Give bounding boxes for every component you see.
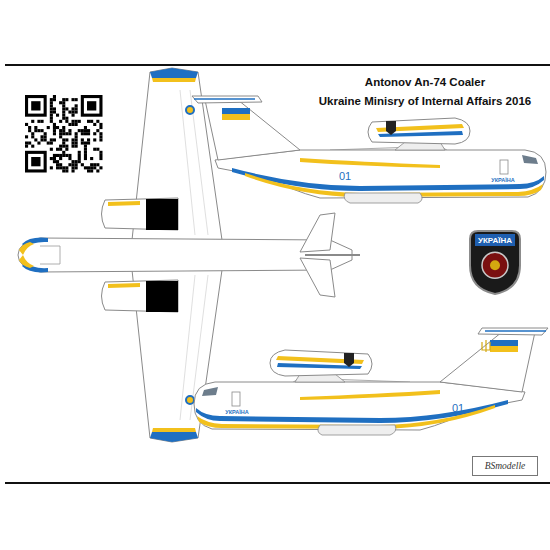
- aircraft-number: 01: [452, 402, 464, 415]
- bottom-rule: [5, 482, 550, 484]
- side-view: [192, 96, 546, 203]
- brand-box: BSmodelle: [472, 456, 538, 476]
- top-rule: [5, 64, 550, 66]
- aircraft-number: 01: [339, 170, 351, 183]
- qr-code: [25, 95, 103, 173]
- brand-name: BSmodelle: [472, 461, 538, 471]
- title: Antonov An-74 Coaler: [365, 76, 485, 89]
- subtitle: Ukraine Minisry of Internal Affairs 2016: [319, 95, 531, 108]
- side-view-mirrored: [194, 328, 548, 435]
- ministry-badge: УКРАЇНА: [468, 229, 522, 295]
- fuselage-inscription: УКРАЇНА: [491, 177, 514, 183]
- fuselage-inscription: УКРАЇНА: [225, 409, 248, 415]
- trident-emblem: [482, 340, 490, 352]
- badge-text: УКРАЇНА: [468, 236, 522, 245]
